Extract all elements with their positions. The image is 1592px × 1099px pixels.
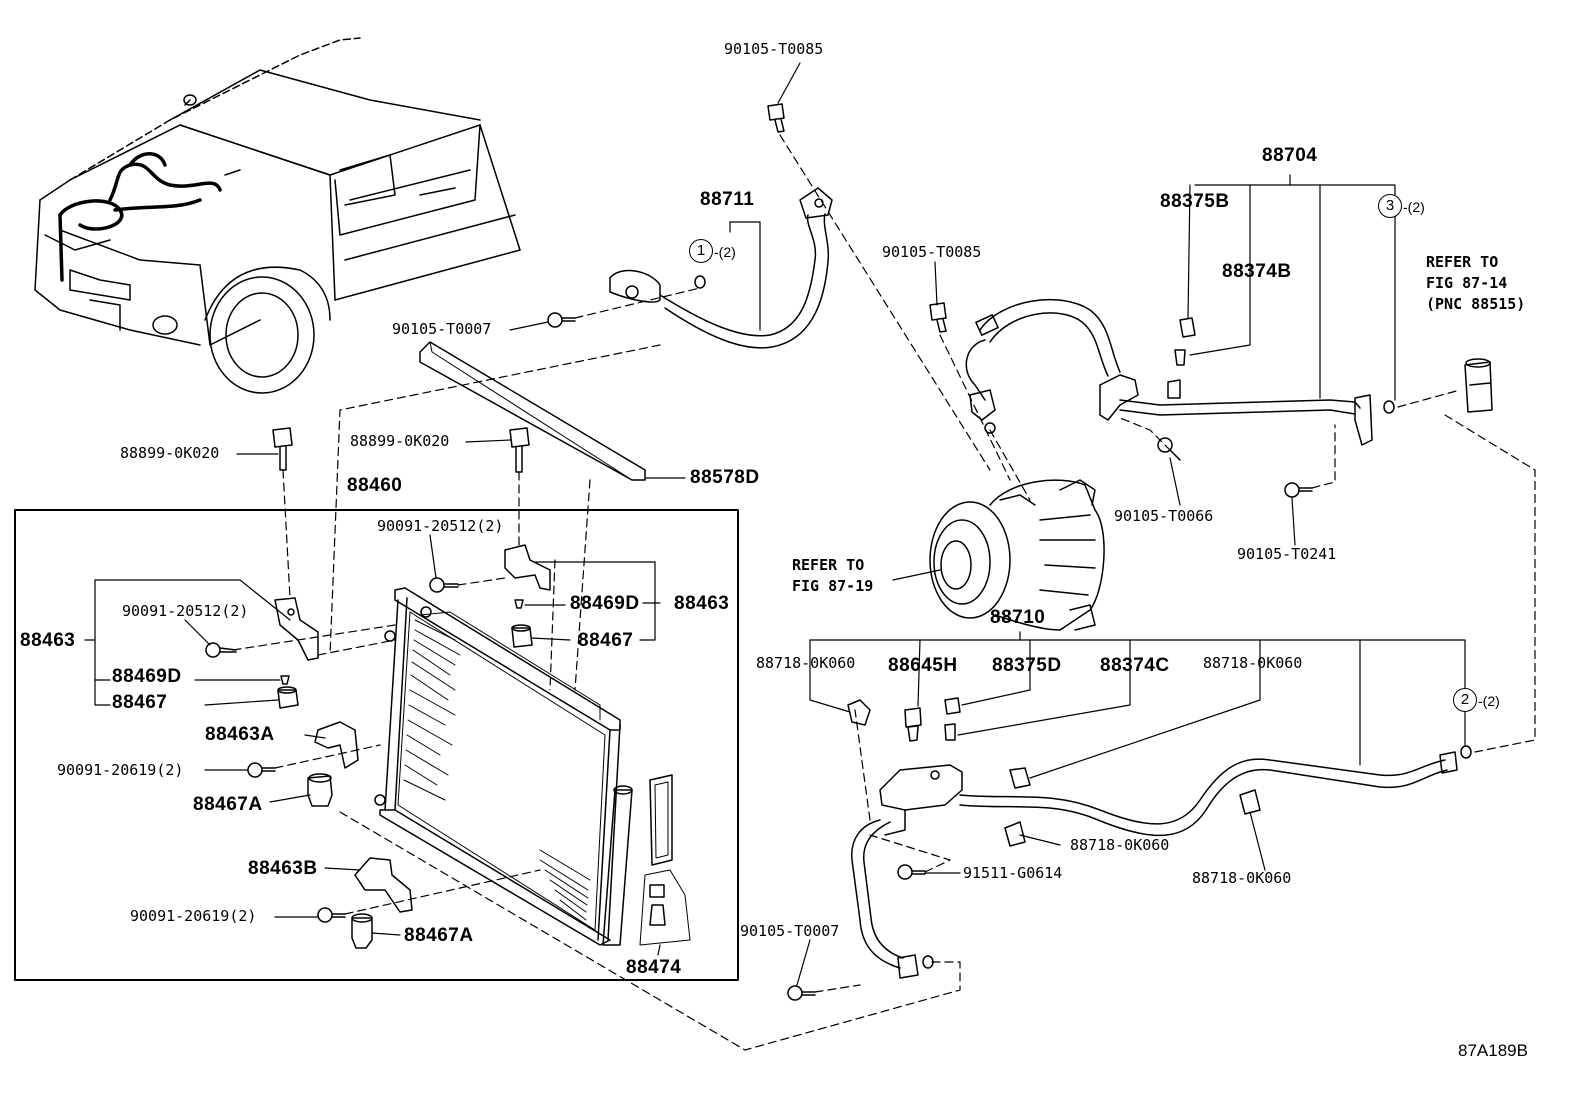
label-88718-0K060-a: 88718-0K060 — [756, 654, 856, 672]
label-90105-T0085-mid: 90105-T0085 — [882, 243, 982, 261]
label-88899-0K020-left: 88899-0K020 — [120, 444, 220, 462]
label-90105-T0241: 90105-T0241 — [1237, 545, 1337, 563]
condenser-core — [374, 587, 691, 946]
label-90105-T0007-bottom: 90105-T0007 — [740, 922, 840, 940]
refer-fig-87-19: REFER TO FIG 87-19 — [792, 555, 873, 597]
seal-strip — [419, 341, 646, 481]
label-88375B: 88375B — [1160, 191, 1230, 212]
label-88710: 88710 — [990, 607, 1046, 628]
tube-88710 — [787, 697, 1472, 1001]
label-88463A: 88463A — [205, 724, 275, 745]
label-88645H: 88645H — [888, 655, 958, 676]
label-88718-0K060-c: 88718-0K060 — [1070, 836, 1170, 854]
refer-line-2: FIG 87-14 — [1426, 274, 1508, 292]
hose-88711 — [547, 103, 833, 349]
label-88899-0K020-center: 88899-0K020 — [350, 432, 450, 450]
refer-fig-87-14: REFER TO FIG 87-14 (PNC 88515) — [1426, 252, 1525, 315]
callout-1: 1 — [689, 239, 713, 263]
vehicle-ac-piping — [58, 152, 222, 282]
callout-3-qty: -(2) — [1403, 199, 1425, 215]
label-88463B: 88463B — [248, 858, 318, 879]
label-88718-0K060-b: 88718-0K060 — [1203, 654, 1303, 672]
label-88467A-upper: 88467A — [193, 794, 263, 815]
callout-3: 3 — [1378, 194, 1402, 218]
label-88467-left: 88467 — [112, 692, 168, 713]
vehicle-outline — [34, 37, 521, 394]
refer-line-3: (PNC 88515) — [1426, 295, 1526, 313]
label-90091-20619-upper: 90091-20619(2) — [57, 761, 184, 779]
hose-88704 — [929, 298, 1493, 498]
label-90105-T0066: 90105-T0066 — [1114, 507, 1214, 525]
label-90091-20512-left: 90091-20512(2) — [122, 602, 249, 620]
refer-line-1: REFER TO — [792, 556, 865, 574]
label-90105-T0007-top: 90105-T0007 — [392, 320, 492, 338]
label-88578D: 88578D — [690, 467, 760, 488]
label-88374B: 88374B — [1222, 261, 1292, 282]
label-88467-right: 88467 — [578, 630, 634, 651]
label-88711: 88711 — [700, 189, 755, 210]
dashed-guides — [232, 134, 1536, 1051]
label-90105-T0085-top: 90105-T0085 — [724, 40, 824, 58]
label-88463-left: 88463 — [20, 630, 76, 651]
label-88463-right: 88463 — [674, 593, 730, 614]
label-88469D-left: 88469D — [112, 666, 182, 687]
callout-1-qty: -(2) — [714, 244, 736, 260]
leader-lines — [84, 62, 1466, 986]
label-90091-20512-right: 90091-20512(2) — [377, 517, 504, 535]
label-88375D: 88375D — [992, 655, 1062, 676]
label-88460: 88460 — [347, 475, 403, 496]
label-90091-20619-lower: 90091-20619(2) — [130, 907, 257, 925]
condenser-group-frame — [14, 509, 739, 981]
label-88469D-right: 88469D — [570, 593, 640, 614]
diagram-code: 87A189B — [1458, 1041, 1528, 1060]
refer-line-2: FIG 87-19 — [792, 577, 874, 595]
label-88474: 88474 — [626, 957, 682, 978]
label-91511-G0614: 91511-G0614 — [963, 864, 1063, 882]
label-88467A-lower: 88467A — [404, 925, 474, 946]
compressor — [929, 479, 1105, 631]
label-88718-0K060-d: 88718-0K060 — [1192, 869, 1292, 887]
label-88374C: 88374C — [1100, 655, 1170, 676]
condenser-hardware — [205, 544, 551, 949]
callout-2: 2 — [1453, 688, 1477, 712]
label-88704: 88704 — [1262, 145, 1318, 166]
callout-2-qty: -(2) — [1478, 693, 1500, 709]
refer-line-1: REFER TO — [1426, 253, 1499, 271]
